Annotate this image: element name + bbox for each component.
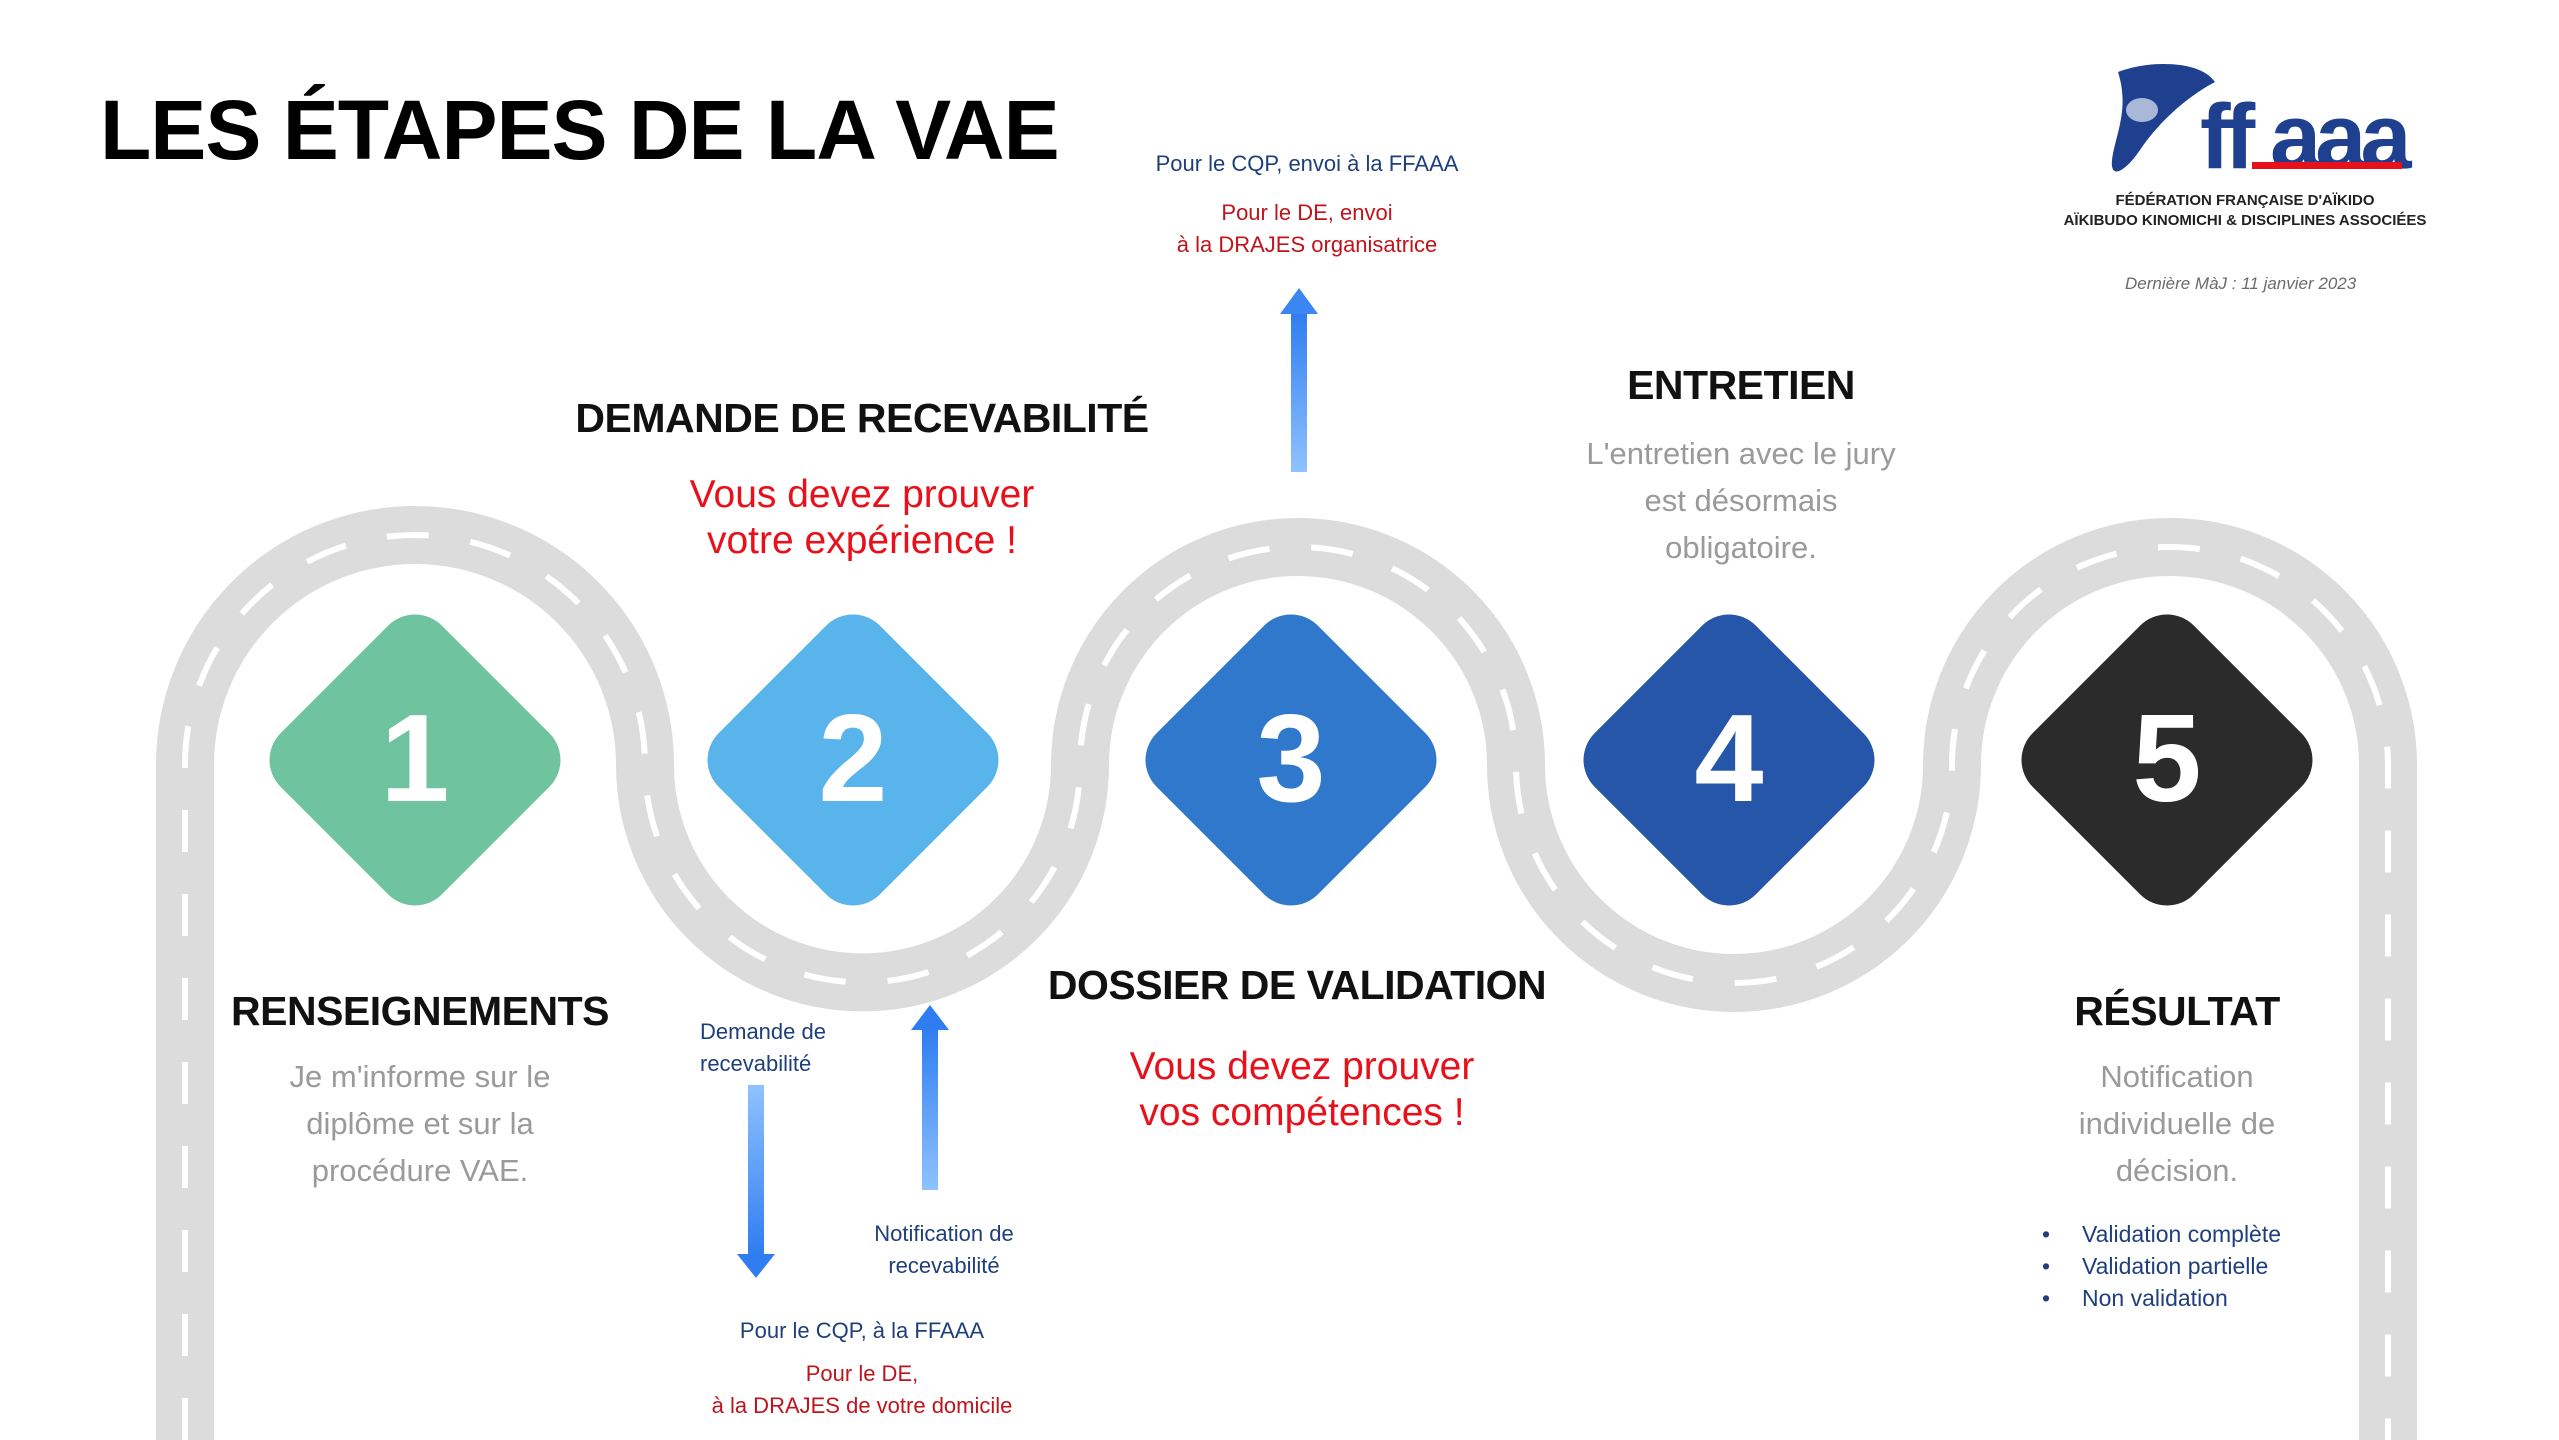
results-list: • Validation complète • Validation partiel… <box>2042 1218 2281 1314</box>
step3-note-cqp: Pour le CQP, envoi à la FFAAA <box>1155 151 1459 176</box>
svg-text:aaa: aaa <box>2270 86 2412 188</box>
logo-text-line1: FÉDÉRATION FRANÇAISE D'AÏKIDO <box>2115 192 2375 209</box>
step-number-1: 1 <box>380 690 450 828</box>
step3-heading: DOSSIER DE VALIDATION <box>1047 962 1547 1008</box>
winding-road <box>156 506 2417 1440</box>
bullet-icon: • <box>2042 1221 2051 1247</box>
step2-emphasis-line2: votre expérience ! <box>706 519 1017 562</box>
step3-note-de: Pour le DE, envoi à la DRAJES organisatr… <box>1177 197 1437 261</box>
step-diamond-3 <box>1145 614 1437 906</box>
step1-body: Je m'informe sur le diplôme et sur la pr… <box>220 1053 620 1194</box>
bullet-icon: • <box>2042 1285 2051 1311</box>
step3-note-de-line1: Pour le DE, envoi <box>1221 200 1393 225</box>
step2-note-de-line1: Pour le DE, <box>805 1361 919 1386</box>
step2-heading: DEMANDE DE RECEVABILITÉ <box>575 395 1149 441</box>
step4-body-line2: est désormais <box>1644 483 1838 518</box>
step5-body-line2: individuelle de <box>2078 1106 2276 1141</box>
step-diamond-2 <box>707 614 999 906</box>
step-number-2: 2 <box>818 690 888 828</box>
ffaaa-logo-mark: ff aaa <box>2111 63 2418 188</box>
step-number-3: 3 <box>1256 690 1326 828</box>
step-diamond-4 <box>1583 614 1875 906</box>
step3-emphasis: Vous devez prouver vos compétences ! <box>1042 1044 1562 1136</box>
last-update: Dernière MàJ : 11 janvier 2023 <box>2125 274 2357 293</box>
step2-note-de: Pour le DE, à la DRAJES de votre domicil… <box>712 1358 1013 1422</box>
step1-body-line1: Je m'informe sur le <box>289 1059 551 1094</box>
arrow-up-top <box>1280 288 1318 472</box>
step2-emphasis-line1: Vous devez prouver <box>689 473 1035 516</box>
bullet-icon: • <box>2042 1253 2051 1279</box>
step4-body: L'entretien avec le jury est désormais o… <box>1531 430 1951 571</box>
step2-request-label-line1: Demande de <box>700 1019 826 1044</box>
step2-notification-label-line2: recevabilité <box>888 1253 1000 1278</box>
step2-emphasis: Vous devez prouver votre expérience ! <box>612 472 1112 564</box>
step4-body-line1: L'entretien avec le jury <box>1586 436 1896 471</box>
step2-request-label: Demande de recevabilité <box>700 1016 826 1080</box>
result-item-label: Validation partielle <box>2082 1253 2269 1279</box>
road-center-dashes <box>182 532 2391 1440</box>
step3-note-de-line2: à la DRAJES organisatrice <box>1176 232 1438 257</box>
page-title: LES ÉTAPES DE LA VAE <box>100 83 1060 177</box>
step2-notification-label-line1: Notification de <box>874 1221 1014 1246</box>
step2-notification-label: Notification de recevabilité <box>874 1218 1013 1282</box>
arrow-down-demande <box>737 1085 775 1278</box>
step5-body-line1: Notification <box>2100 1059 2254 1094</box>
result-item: • Validation partielle <box>2042 1250 2281 1282</box>
result-item: • Validation complète <box>2042 1218 2281 1250</box>
step2-note-de-line2: à la DRAJES de votre domicile <box>711 1393 1013 1418</box>
step2-request-label-line2: recevabilité <box>700 1051 812 1076</box>
step1-body-line3: procédure VAE. <box>311 1153 529 1188</box>
step-diamond-5 <box>2021 614 2313 906</box>
logo-text-line2: AÏKIBUDO KINOMICHI & DISCIPLINES ASSOCIÉ… <box>2063 212 2427 229</box>
step3-emphasis-line1: Vous devez prouver <box>1129 1045 1475 1088</box>
step4-body-line3: obligatoire. <box>1665 530 1817 565</box>
step5-body-line3: décision. <box>2115 1153 2239 1188</box>
step-diamonds <box>269 614 2313 906</box>
step-number-5: 5 <box>2132 690 2202 828</box>
ffaaa-logo: FÉDÉRATION FRANÇAISE D'AÏKIDO AÏKIBUDO K… <box>2055 60 2475 230</box>
arrow-up-notification <box>911 1005 949 1190</box>
step1-body-line2: diplôme et sur la <box>306 1106 534 1141</box>
step1-heading: RENSEIGNEMENTS <box>231 988 610 1034</box>
step2-note-cqp: Pour le CQP, à la FFAAA <box>739 1318 985 1343</box>
step4-heading: ENTRETIEN <box>1627 362 1855 408</box>
step-number-4: 4 <box>1694 690 1764 828</box>
step3-emphasis-line2: vos compétences ! <box>1139 1091 1465 1134</box>
result-item-label: Non validation <box>2082 1285 2228 1311</box>
step5-heading: RÉSULTAT <box>2074 988 2280 1034</box>
step5-body: Notification individuelle de décision. <box>1997 1053 2357 1194</box>
step-diamond-1 <box>269 614 561 906</box>
result-item-label: Validation complète <box>2082 1221 2282 1247</box>
result-item: • Non validation <box>2042 1282 2281 1314</box>
